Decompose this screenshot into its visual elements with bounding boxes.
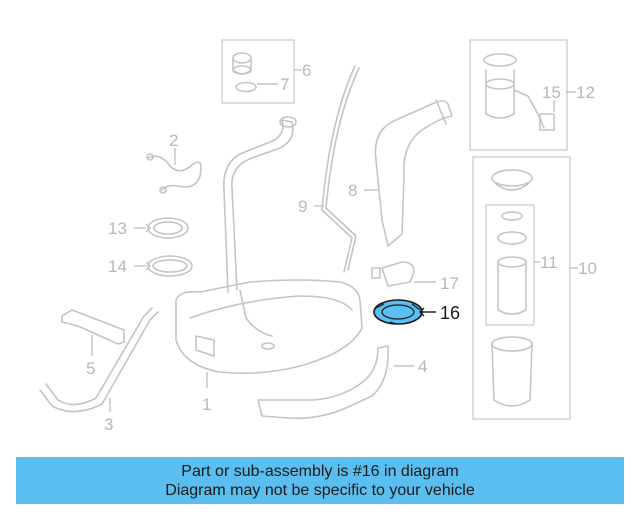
label-part-3: 3	[104, 415, 113, 434]
vent-line-9	[321, 65, 360, 273]
pump-module-12	[483, 53, 555, 131]
connector-17	[371, 261, 415, 287]
label-part-1: 1	[202, 395, 211, 414]
label-part-5: 5	[86, 359, 95, 378]
label-part-16: 16	[440, 303, 460, 323]
group-box-12	[469, 39, 568, 151]
label-part-17: 17	[440, 274, 459, 293]
label-part-4: 4	[418, 357, 427, 376]
group-box-11	[485, 204, 535, 326]
filter-assembly-10	[491, 169, 533, 407]
lock-ring-13	[147, 217, 189, 239]
label-part-7: 7	[280, 75, 289, 94]
label-part-2: 2	[169, 131, 178, 150]
label-part-12: 12	[576, 83, 595, 102]
info-banner: Part or sub-assembly is #16 in diagram D…	[16, 457, 624, 504]
group-box-10	[472, 156, 571, 420]
parts-diagram: 1 2 3 4 5 6 7 8 9 10 11 12 13 14 15 16 1…	[39, 39, 597, 434]
banner-line-1: Part or sub-assembly is #16 in diagram	[181, 462, 459, 480]
group-box-6	[221, 39, 295, 104]
label-part-6: 6	[302, 61, 311, 80]
label-part-9: 9	[298, 197, 307, 216]
label-part-15: 15	[542, 83, 561, 102]
filler-pipe-8	[374, 99, 453, 247]
label-part-14: 14	[108, 257, 127, 276]
heat-shield-4	[257, 345, 389, 420]
seal-ring-14	[147, 255, 193, 277]
sensor-part-2	[146, 153, 202, 194]
label-part-13: 13	[108, 219, 127, 238]
strap-3	[39, 307, 159, 413]
label-part-10: 10	[578, 259, 597, 278]
label-part-8: 8	[348, 181, 357, 200]
fuel-tank	[175, 279, 363, 374]
fuel-cap-assembly	[232, 52, 257, 93]
filler-neck	[223, 116, 297, 293]
label-part-11: 11	[540, 253, 558, 272]
lock-ring-16	[373, 299, 423, 325]
bracket-5	[61, 309, 125, 345]
banner-line-2: Diagram may not be specific to your vehi…	[165, 481, 475, 499]
